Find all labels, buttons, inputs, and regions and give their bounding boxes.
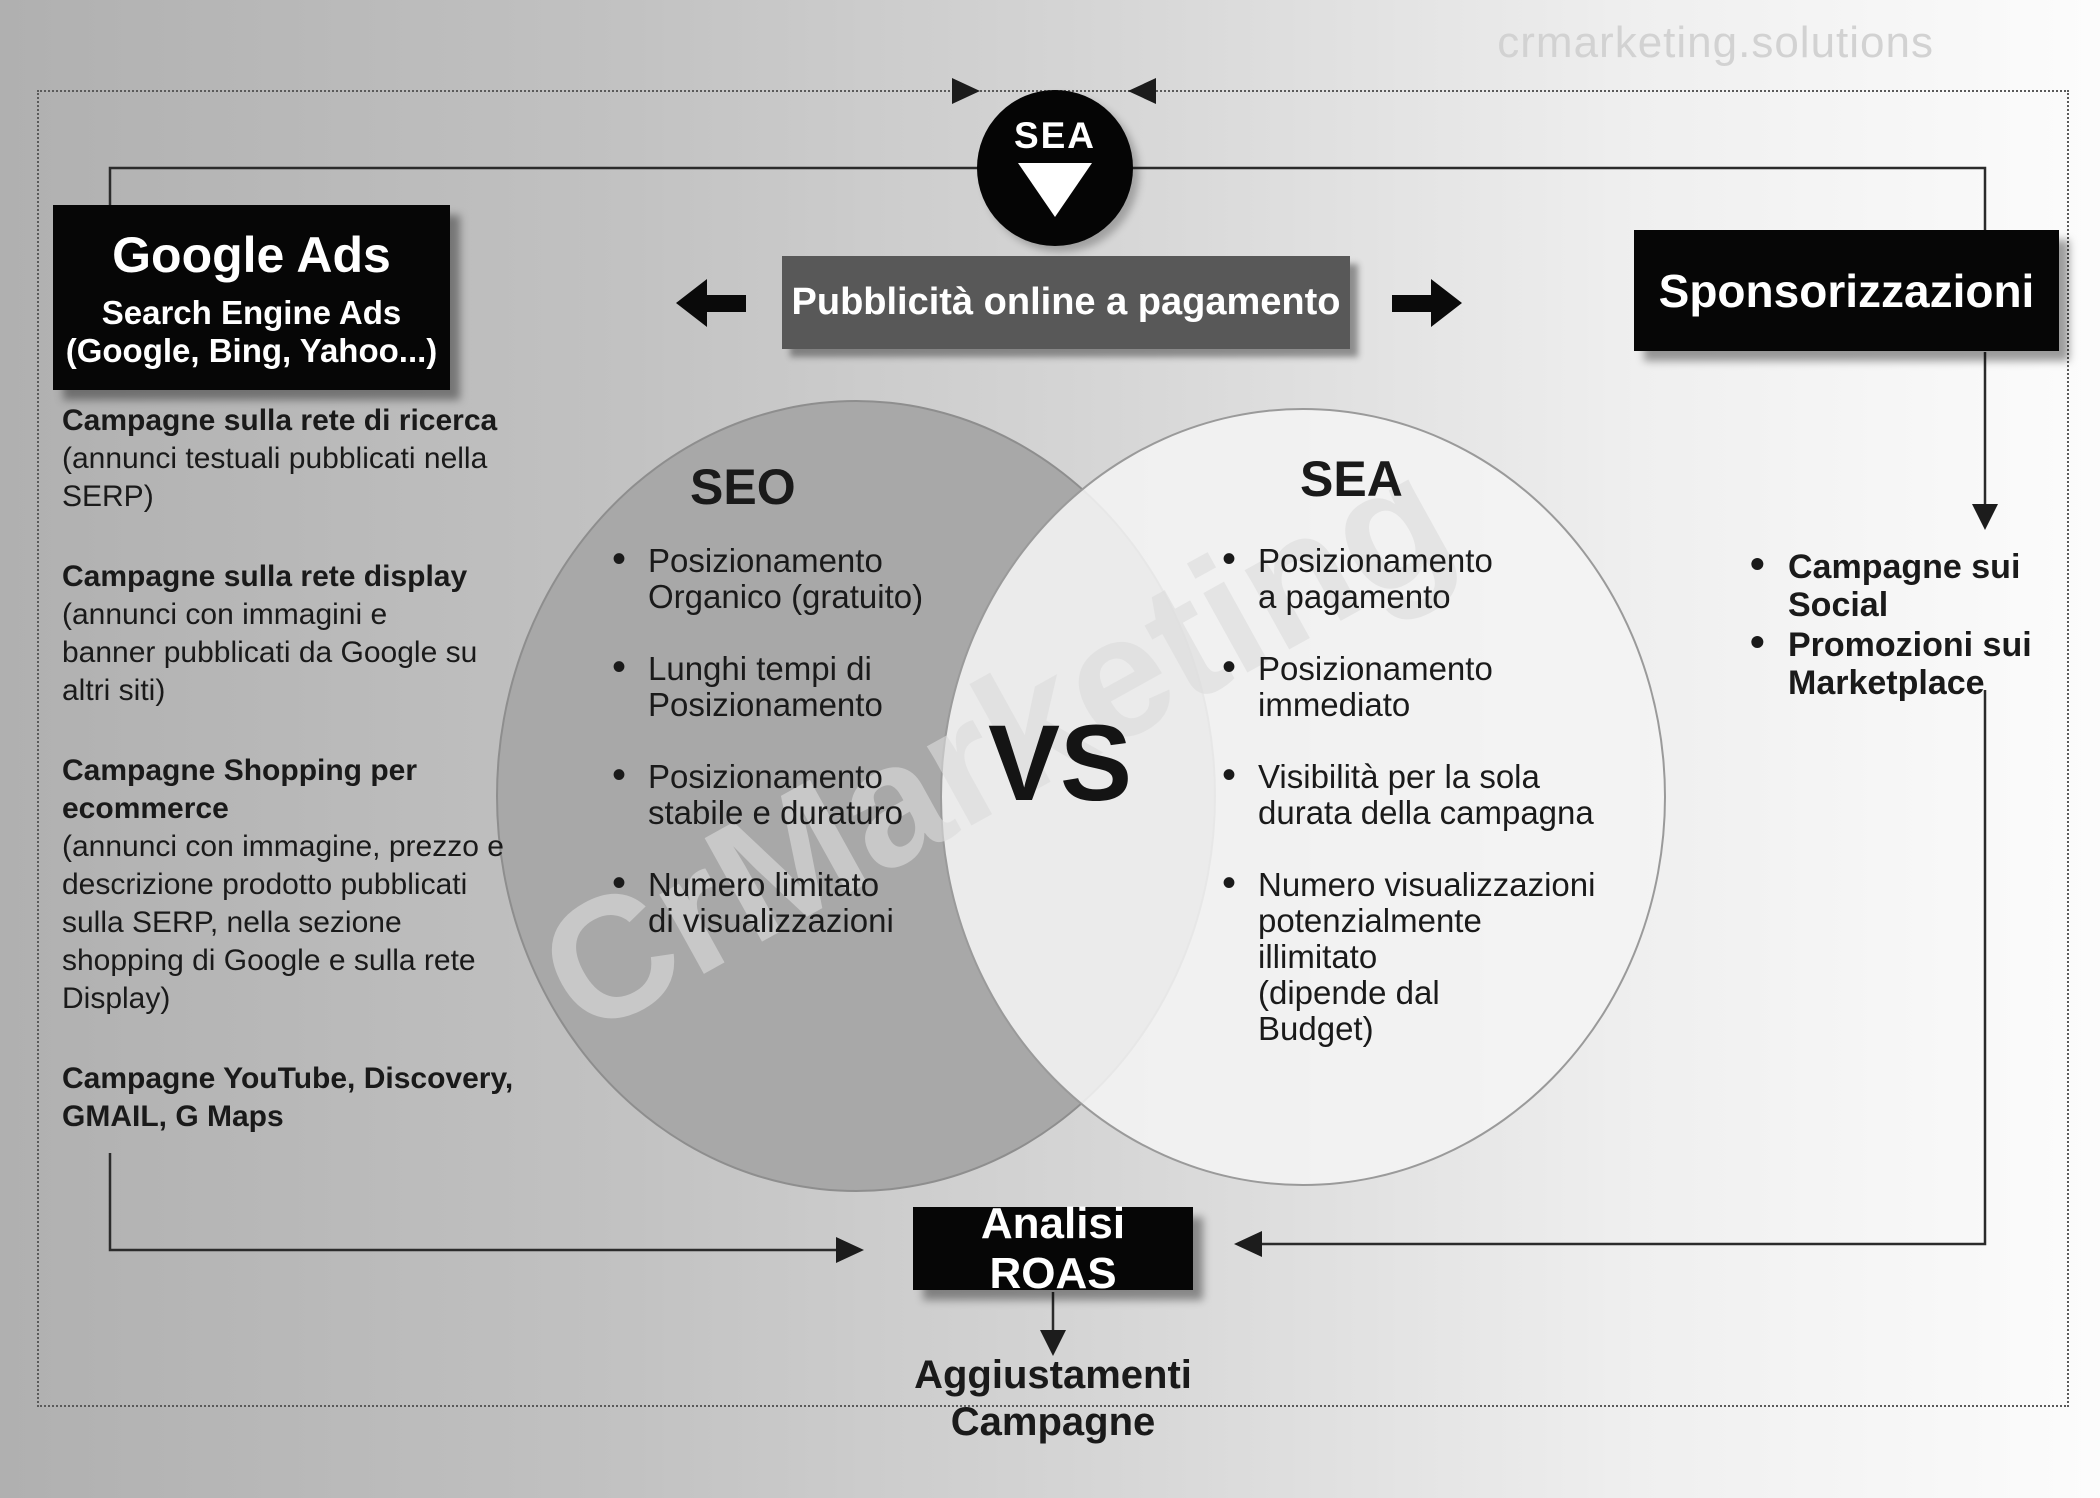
sponsorizzazioni-box: Sponsorizzazioni bbox=[1634, 230, 2059, 351]
campaign-paragraph: Campagne Shopping per ecommerce (annunci… bbox=[62, 752, 542, 1018]
arrowhead-roas-left-icon bbox=[836, 1237, 864, 1263]
paid-advertising-box: Pubblicità online a pagamento bbox=[782, 256, 1350, 349]
campaign-paragraph-detail: (annunci con immagini e banner pubblicat… bbox=[62, 598, 478, 707]
seo-bullet-list: Posizionamento Organico (gratuito) Lungh… bbox=[608, 541, 944, 975]
analisi-roas-box: Analisi ROAS bbox=[913, 1199, 1193, 1298]
sea-bullet: Posizionamento a pagamento bbox=[1218, 541, 1598, 615]
arrowhead-roas-right-icon bbox=[1234, 1231, 1262, 1257]
sponsor-bullet: Campagne sui Social bbox=[1748, 545, 2088, 624]
connector-left-to-roas bbox=[108, 1153, 836, 1252]
arrowhead-sponsor-down-icon bbox=[1972, 504, 1998, 530]
down-triangle-icon bbox=[1018, 163, 1092, 217]
seo-bullet: Posizionamento stabile e duraturo bbox=[608, 757, 944, 831]
seo-title: SEO bbox=[690, 459, 796, 515]
right-arrow-icon bbox=[1392, 279, 1462, 328]
sea-top-badge: SEA bbox=[977, 90, 1133, 246]
google-ads-box: Google Ads Search Engine Ads (Google, Bi… bbox=[53, 205, 450, 390]
google-ads-subtitle-2: (Google, Bing, Yahoo...) bbox=[65, 331, 438, 369]
campaign-paragraph-detail: (annunci testuali pubblicati nella SERP) bbox=[62, 442, 488, 513]
campaign-paragraph: Campagne sulla rete display (annunci con… bbox=[62, 558, 542, 710]
connector-right-to-roas bbox=[1260, 690, 1987, 1246]
google-ads-campaign-notes: Campagne sulla rete di ricerca (annunci … bbox=[62, 402, 542, 1178]
sea-top-badge-label: SEA bbox=[1013, 115, 1097, 156]
left-arrow-head bbox=[676, 279, 707, 327]
seo-bullet: Numero limitato di visualizzazioni bbox=[608, 865, 944, 939]
arrowhead-top-right-icon bbox=[1128, 78, 1156, 104]
adjustments-label: Aggiustamenti Campagne bbox=[914, 1353, 1192, 1444]
sea-bullet: Posizionamento immediato bbox=[1218, 649, 1598, 723]
google-ads-title: Google Ads bbox=[112, 226, 391, 283]
seo-bullet: Posizionamento Organico (gratuito) bbox=[608, 541, 944, 615]
campaign-paragraph: Campagne sulla rete di ricerca (annunci … bbox=[62, 402, 542, 516]
sponsor-bullet-list: Campagne sui Social Promozioni sui Marke… bbox=[1748, 545, 2088, 704]
campaign-paragraph-title: Campagne sulla rete display bbox=[62, 560, 468, 593]
campaign-paragraph-title: Campagne Shopping per ecommerce bbox=[62, 754, 418, 825]
right-arrow-shaft bbox=[1392, 295, 1432, 312]
right-arrow-head bbox=[1431, 279, 1462, 327]
left-arrow-shaft bbox=[706, 295, 746, 312]
sea-bullet: Numero visualizzazioni potenzialmente il… bbox=[1218, 865, 1598, 1047]
left-arrow-icon bbox=[676, 279, 746, 328]
arrowhead-top-left-icon bbox=[952, 78, 980, 104]
campaign-paragraph-title: Campagne YouTube, Discovery, GMAIL, G Ma… bbox=[62, 1062, 514, 1133]
campaign-paragraph: Campagne YouTube, Discovery, GMAIL, G Ma… bbox=[62, 1060, 542, 1136]
vs-label: VS bbox=[987, 702, 1133, 823]
sea-bullet-list: Posizionamento a pagamento Posizionament… bbox=[1218, 541, 1598, 1083]
sea-bullet: Visibilità per la sola durata della camp… bbox=[1218, 757, 1598, 831]
seo-bullet: Lunghi tempi di Posizionamento bbox=[608, 649, 944, 723]
sponsor-bullet: Promozioni sui Marketplace bbox=[1748, 623, 2088, 702]
sea-title: SEA bbox=[1300, 451, 1403, 507]
google-ads-subtitle-1: Search Engine Ads bbox=[101, 293, 402, 331]
campaign-paragraph-title: Campagne sulla rete di ricerca bbox=[62, 404, 498, 437]
arrowhead-adjust-down-icon bbox=[1040, 1330, 1066, 1356]
campaign-paragraph-detail: (annunci con immagine, prezzo e descrizi… bbox=[62, 830, 504, 1015]
brand-site-watermark: crmarketing.solutions bbox=[1497, 18, 1934, 67]
